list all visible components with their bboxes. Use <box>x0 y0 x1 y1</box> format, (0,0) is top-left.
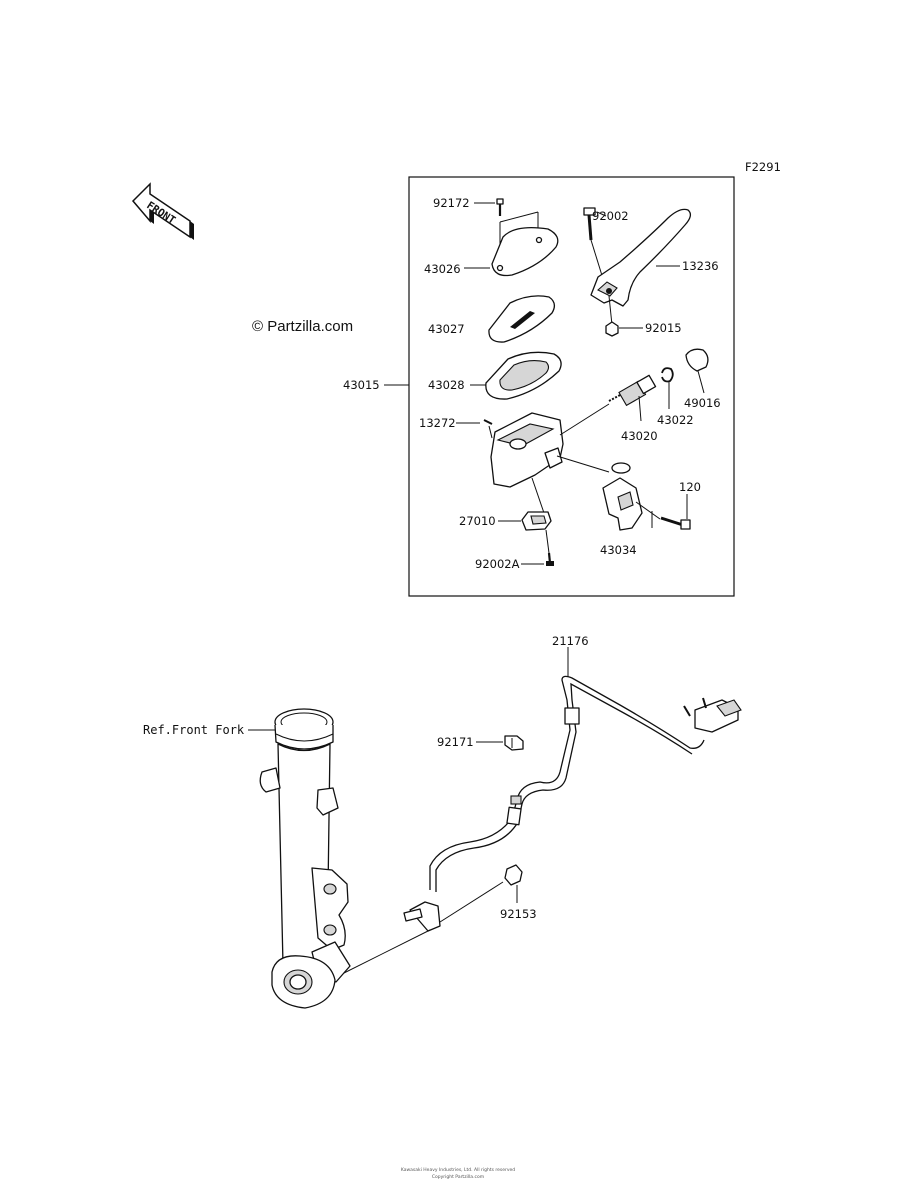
brake-hose-21176-icon <box>403 647 742 932</box>
label-92015: 92015 <box>645 321 682 335</box>
screw-13272-icon <box>456 419 493 439</box>
boot-49016-icon <box>685 348 709 394</box>
nut-92015-icon <box>605 295 643 337</box>
label-27010: 27010 <box>459 514 496 528</box>
diaphragm-43028-icon <box>470 351 562 400</box>
label-92002: 92002 <box>592 209 629 223</box>
label-13236: 13236 <box>682 259 719 273</box>
label-43028: 43028 <box>428 378 465 392</box>
screw-92172-icon <box>474 198 504 216</box>
footer-line-2: Copyright Partzilla.com <box>432 1174 484 1180</box>
bolt-120-icon <box>660 494 691 530</box>
watermark: © Partzilla.com <box>252 318 353 335</box>
label-43027: 43027 <box>428 322 465 336</box>
label-120: 120 <box>679 480 701 494</box>
clamp-92171-icon <box>476 735 524 751</box>
label-92002A: 92002A <box>475 557 520 571</box>
front-fork-icon <box>248 708 351 1009</box>
label-92172: 92172 <box>433 196 470 210</box>
label-ref-front-fork: Ref.Front Fork <box>143 723 245 737</box>
label-43026: 43026 <box>424 262 461 276</box>
label-92153: 92153 <box>500 907 537 921</box>
footer-line-1: Kawasaki Heavy Industries, Ltd. All righ… <box>401 1167 515 1173</box>
plate-43027-icon <box>488 295 556 343</box>
switch-27010-icon <box>498 477 552 554</box>
reservoir-cap-43026-icon <box>464 211 559 277</box>
circlip-43022-icon <box>661 367 674 409</box>
bolt-92153-icon <box>339 864 523 976</box>
label-49016: 49016 <box>684 396 721 410</box>
piston-43020-icon <box>608 374 657 422</box>
label-92171: 92171 <box>437 735 474 749</box>
assembly-box <box>408 176 735 597</box>
clamp-43034-icon <box>602 462 661 531</box>
brake-lever-13236-icon <box>590 208 692 307</box>
label-43020: 43020 <box>621 429 658 443</box>
figure-code: F2291 <box>745 160 781 174</box>
label-43034: 43034 <box>600 543 637 557</box>
label-43015: 43015 <box>343 378 380 392</box>
label-13272: 13272 <box>419 416 456 430</box>
label-43022: 43022 <box>657 413 694 427</box>
label-21176: 21176 <box>552 634 589 648</box>
screw-92002A-icon <box>521 552 554 566</box>
front-arrow-icon: FRONT <box>131 182 194 240</box>
master-cylinder-body-icon <box>490 403 610 488</box>
